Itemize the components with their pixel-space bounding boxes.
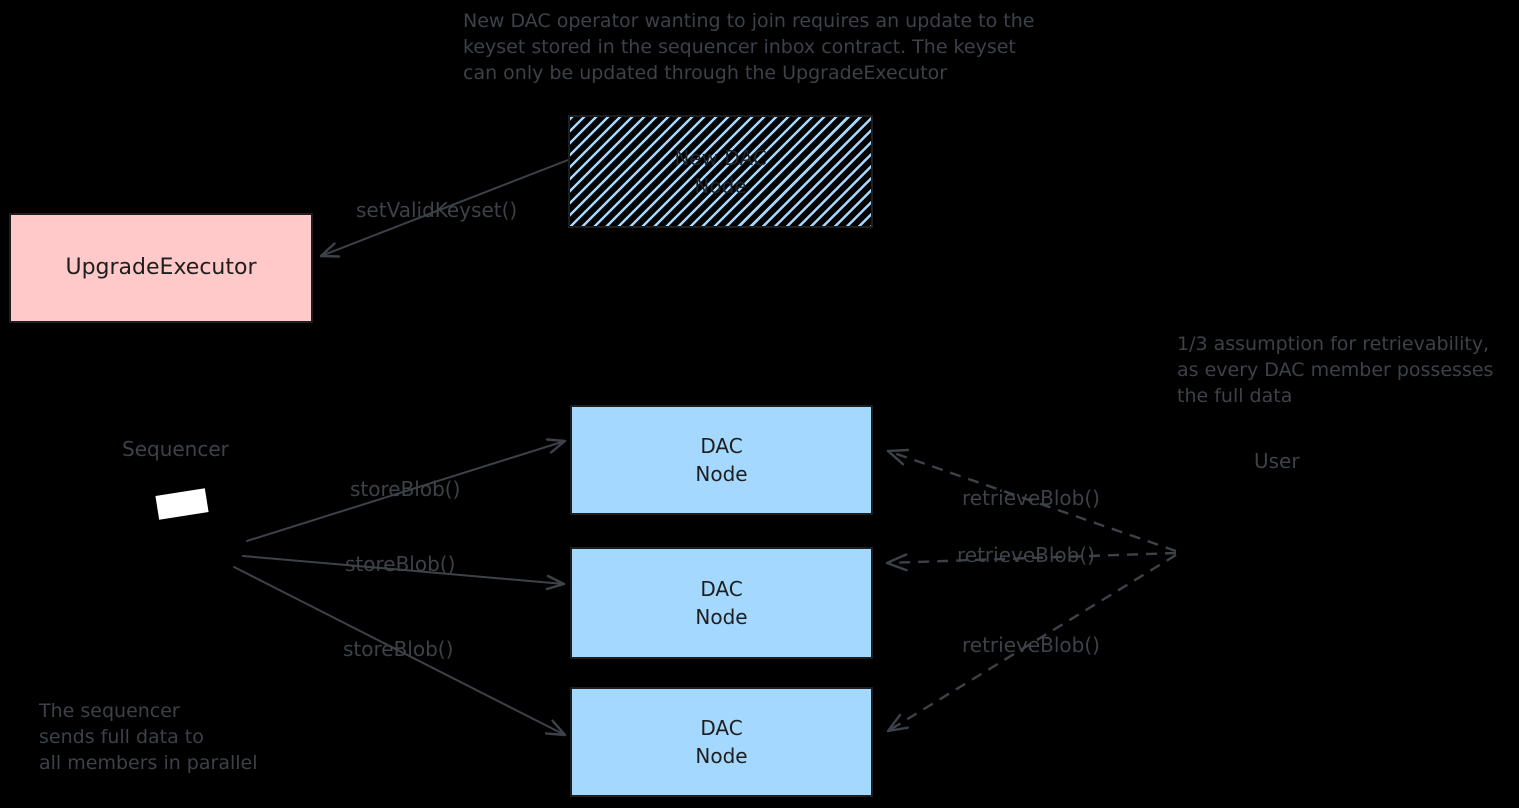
note-line: all members in parallel: [39, 752, 258, 774]
sequencer-label: Sequencer: [122, 437, 229, 461]
note-keyset-update: New DAC operator wanting to join require…: [463, 8, 1034, 86]
arrow-retrieve-blob-3: [886, 553, 1177, 733]
note-line: New DAC operator wanting to join require…: [463, 10, 1035, 32]
edge-label-retrieve-blob-3: retrieveBlob(): [962, 633, 1100, 657]
note-retrievability: 1/3 assumption for retrievability, as ev…: [1177, 331, 1493, 409]
note-line: The sequencer: [39, 700, 180, 722]
note-sequencer-parallel: The sequencer sends full data to all mem…: [39, 698, 258, 776]
box-label-line: New DAC: [674, 145, 767, 170]
edge-label-store-blob-3: storeBlob(): [343, 637, 454, 661]
box-dac-node-1: DAC Node: [570, 405, 873, 515]
edge-label-store-blob-1: storeBlob(): [350, 477, 461, 501]
arrow-store-blob-3: [233, 566, 567, 737]
edge-label-store-blob-2: storeBlob(): [345, 552, 456, 576]
box-label-line: Node: [695, 605, 748, 629]
edge-label-retrieve-blob-2: retrieveBlob(): [957, 543, 1095, 567]
note-line: as every DAC member possesses: [1177, 359, 1494, 381]
arrow-retrieve-blob-2: [885, 551, 1177, 572]
edge-label-retrieve-blob-1: retrieveBlob(): [962, 486, 1100, 510]
arrow-set-valid-keyset: [319, 159, 569, 258]
note-line: sends full data to: [39, 726, 204, 748]
arrow-retrieve-blob-1: [886, 448, 1177, 553]
edge-label-set-valid-keyset: setValidKeyset(): [356, 198, 518, 222]
box-upgrade-executor: UpgradeExecutor: [9, 213, 313, 323]
box-label-line: Node: [695, 462, 748, 486]
note-line: keyset stored in the sequencer inbox con…: [463, 36, 1016, 58]
arrow-store-blob-1: [246, 438, 567, 542]
note-line: 1/3 assumption for retrievability,: [1177, 333, 1490, 355]
box-new-dac-node: New DAC Node: [568, 115, 873, 228]
box-dac-node-2: DAC Node: [570, 547, 873, 659]
box-dac-node-3: DAC Node: [570, 687, 873, 797]
note-line: can only be updated through the UpgradeE…: [463, 62, 948, 84]
arrow-store-blob-2: [242, 555, 566, 591]
note-line: the full data: [1177, 385, 1293, 407]
box-label-line: DAC: [700, 716, 743, 740]
box-label: UpgradeExecutor: [65, 255, 257, 280]
box-label-line: DAC: [700, 577, 743, 601]
user-label: User: [1254, 449, 1300, 473]
box-label-line: DAC: [700, 434, 743, 458]
box-label-line: Node: [695, 744, 748, 768]
box-label-line: Node: [694, 173, 747, 198]
